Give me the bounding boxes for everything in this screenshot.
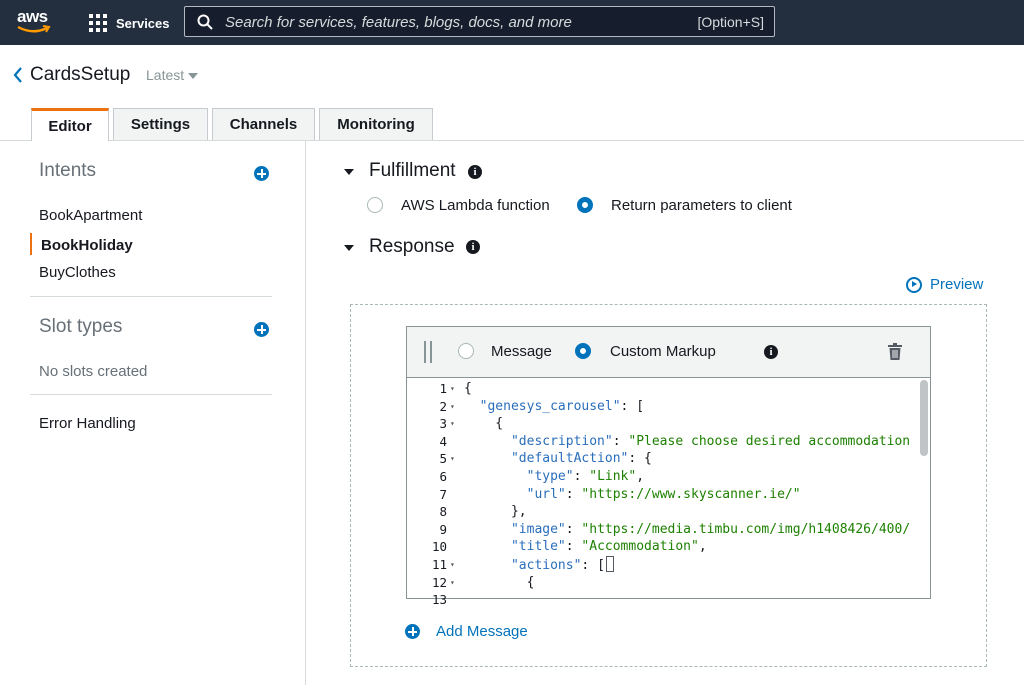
selected-indicator: [30, 233, 32, 255]
radio-aws-lambda[interactable]: [367, 197, 383, 213]
fold-toggle-icon[interactable]: ▾: [450, 419, 455, 429]
sidebar-item-bookapartment[interactable]: BookApartment: [39, 207, 143, 224]
radio-label-message: Message: [491, 343, 552, 360]
services-label: Services: [116, 15, 170, 31]
bot-name-title: CardsSetup: [30, 64, 131, 85]
code-editor[interactable]: 1▾{2▾ "genesys_carousel": [3▾ {4 "descri…: [407, 378, 930, 607]
intents-heading: Intents: [39, 160, 97, 181]
radio-label-aws-lambda: AWS Lambda function: [401, 197, 550, 214]
add-slot-type-icon[interactable]: [254, 322, 269, 337]
search-shortcut-hint: [Option+S]: [697, 14, 764, 30]
services-grid-icon: [89, 14, 107, 32]
sidebar-divider: [305, 141, 306, 685]
add-message-label: Add Message: [436, 623, 528, 640]
search-input[interactable]: [223, 7, 667, 38]
line-number: 6: [439, 469, 447, 484]
drag-handle-icon[interactable]: [424, 341, 434, 363]
line-number: 11: [431, 557, 447, 572]
code-text: "description": "Please choose desired ac…: [510, 433, 911, 449]
top-navigation-bar: aws Services [Option+S]: [0, 0, 1024, 45]
sidebar-item-bookholiday[interactable]: BookHoliday: [41, 237, 133, 254]
tab-monitoring[interactable]: Monitoring: [319, 108, 433, 140]
line-number: 10: [431, 539, 447, 555]
radio-message[interactable]: [458, 343, 474, 359]
fold-toggle-icon[interactable]: ▾: [450, 384, 455, 393]
tabs-divider: [0, 140, 1024, 141]
services-menu-button[interactable]: Services: [89, 13, 170, 33]
response-dropzone: [350, 304, 987, 667]
no-slots-text: No slots created: [39, 363, 148, 380]
line-number: 3: [439, 416, 447, 432]
fulfillment-collapse-icon[interactable]: [344, 169, 354, 175]
fulfillment-title: Fulfillment: [369, 160, 456, 181]
message-card-header: Message Custom Markup i: [407, 327, 930, 378]
preview-label: Preview: [930, 276, 984, 293]
editor-scrollbar[interactable]: [920, 380, 928, 456]
trash-icon[interactable]: [888, 343, 902, 361]
sidebar-item-buyclothes[interactable]: BuyClothes: [39, 264, 116, 281]
code-text: "genesys_carousel": [: [479, 398, 645, 414]
play-circle-icon: [906, 276, 922, 293]
editor-gutter: [407, 378, 461, 598]
add-intent-icon[interactable]: [254, 166, 269, 181]
aws-logo[interactable]: aws: [17, 7, 53, 37]
response-title: Response: [369, 236, 455, 257]
tab-settings[interactable]: Settings: [113, 108, 208, 140]
response-info-icon[interactable]: i: [466, 240, 480, 254]
code-text: "title": "Accommodation",: [510, 539, 707, 555]
fold-toggle-icon[interactable]: ▾: [450, 454, 455, 464]
code-text: "type": "Link",: [526, 469, 645, 484]
sidebar-divider-1: [30, 296, 272, 297]
line-number: 4: [439, 433, 447, 449]
sidebar-item-error-handling[interactable]: Error Handling: [39, 415, 136, 432]
line-number: 9: [439, 521, 447, 537]
line-number: 2: [439, 398, 447, 414]
custom-markup-info-icon[interactable]: i: [764, 345, 778, 359]
aws-logo-text: aws: [17, 7, 48, 26]
code-text: "actions": [: [464, 556, 614, 575]
radio-label-return-parameters: Return parameters to client: [611, 197, 792, 214]
fold-toggle-icon[interactable]: ▾: [450, 560, 455, 569]
add-message-button[interactable]: Add Message: [405, 623, 528, 640]
fulfillment-info-icon[interactable]: i: [468, 165, 482, 179]
caret-down-icon: [188, 73, 199, 80]
message-card: Message Custom Markup i 1▾{2▾ "genesys_c…: [406, 326, 931, 607]
code-text: {: [464, 574, 535, 590]
fold-toggle-icon[interactable]: ▾: [450, 401, 455, 411]
preview-link[interactable]: Preview: [906, 276, 983, 293]
search-icon: [197, 14, 213, 30]
line-number: 1: [439, 381, 447, 396]
tab-editor[interactable]: Editor: [31, 108, 109, 141]
radio-label-custom-markup: Custom Markup: [610, 343, 716, 360]
line-number: 7: [439, 486, 447, 502]
code-text: "defaultAction": {: [510, 451, 652, 467]
line-number: 5: [439, 451, 447, 467]
text-cursor: [605, 556, 614, 572]
code-text: },: [464, 504, 527, 520]
line-number: 12: [431, 574, 447, 590]
response-collapse-icon[interactable]: [344, 245, 354, 251]
aws-smile-icon: [17, 25, 51, 33]
line-number: 13: [431, 592, 447, 608]
code-text: "url": "https://www.skyscanner.ie/": [526, 486, 801, 502]
version-dropdown[interactable]: Latest: [146, 67, 199, 83]
back-chevron-icon[interactable]: [12, 66, 24, 84]
line-number: 8: [439, 504, 447, 520]
code-text: {: [464, 381, 472, 396]
code-text: {: [464, 416, 504, 432]
code-text: "image": "https://media.timbu.com/img/h1…: [510, 521, 911, 537]
version-label: Latest: [146, 67, 185, 83]
add-message-icon: [405, 624, 420, 639]
sidebar-divider-2: [30, 394, 272, 395]
radio-custom-markup[interactable]: [575, 343, 591, 359]
tab-channels[interactable]: Channels: [212, 108, 315, 140]
fold-toggle-icon[interactable]: ▾: [450, 577, 455, 587]
slot-types-heading: Slot types: [39, 316, 123, 337]
search-bar: [Option+S]: [184, 6, 775, 38]
radio-return-parameters[interactable]: [577, 197, 593, 213]
